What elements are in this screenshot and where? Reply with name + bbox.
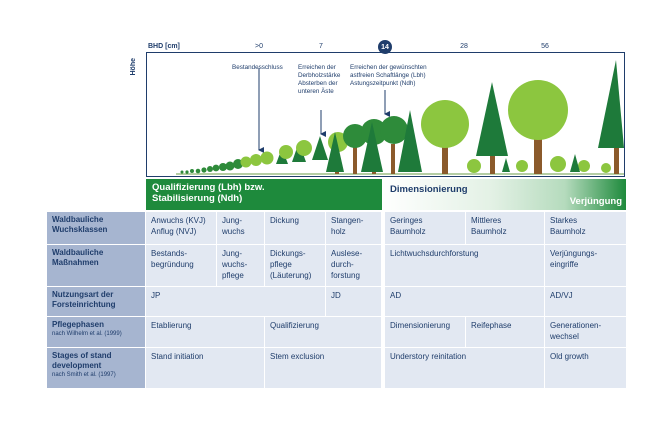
y-axis-label: Höhe	[130, 58, 137, 76]
cell-geringes-baumholz: Geringes Baumholz	[385, 212, 465, 244]
cell-mittleres-baumholz: Mittleres Baumholz	[466, 212, 544, 244]
cell-dimensionierung: Dimensionierung	[385, 317, 465, 347]
tree-illustration	[146, 52, 625, 177]
row-header-pflegephasen-title: Pflegephasen	[52, 320, 105, 329]
x-axis-label: BHD [cm]	[148, 43, 180, 50]
row-header-stages: Stages of stand development nach Smith e…	[47, 348, 145, 388]
cell-jd: JD	[326, 287, 381, 316]
cell-generationenwechsel: Generationen- wechsel	[545, 317, 626, 347]
cell-stangenholz: Stangen- holz	[326, 212, 381, 244]
cell-lichtwuchsdurchforstung: Lichtwuchsdurchforstung	[385, 245, 544, 286]
cell-ad: AD	[385, 287, 544, 316]
tick-14-highlight: 14	[378, 40, 392, 54]
cell-old-growth: Old growth	[545, 348, 626, 388]
row-header-stages-source: nach Smith et al. (1997)	[52, 372, 116, 378]
row-header-pflegephasen: Pflegephasen nach Wilhelm et al. (1999)	[47, 317, 145, 347]
phase-qualifizierung: Qualifizierung (Lbh) bzw. Stabilisierung…	[146, 179, 382, 210]
annotation-bestandesschluss: Bestandesschluss	[232, 64, 283, 71]
cell-qualifizierung: Qualifizierung	[265, 317, 381, 347]
cell-verjuengungseingriffe: Verjüngungs- eingriffe	[545, 245, 626, 286]
cell-reifephase: Reifephase	[466, 317, 544, 347]
cell-stand-initiation: Stand initiation	[146, 348, 264, 388]
row-header-stages-title: Stages of stand development	[52, 351, 112, 370]
tick-7: 7	[319, 43, 323, 50]
phase-verjuengung-label: Verjüngung	[569, 196, 622, 207]
cell-understory-reinitation: Understory reinitation	[385, 348, 544, 388]
phase-dimensionierung-label: Dimensionierung	[390, 184, 468, 195]
cell-stem-exclusion: Stem exclusion	[265, 348, 381, 388]
cell-auslesedurchforstung: Auslese- durch- forstung	[326, 245, 381, 286]
cell-jungwuchspflege: Jung- wuchs- pflege	[217, 245, 264, 286]
row-header-pflegephasen-source: nach Wilhelm et al. (1999)	[52, 331, 122, 337]
annotation-schaftlaenge: Erreichen der gewünschten astfreien Scha…	[350, 64, 427, 87]
chart-frame	[146, 52, 625, 177]
cell-jp: JP	[146, 287, 325, 316]
cell-etablierung: Etablierung	[146, 317, 264, 347]
row-header-massnahmen: Waldbauliche Maßnahmen	[47, 245, 145, 286]
cell-dickung: Dickung	[265, 212, 325, 244]
cell-bestandsbegruendung: Bestands- begründung	[146, 245, 216, 286]
cell-dickungspflege: Dickungs- pflege (Läuterung)	[265, 245, 325, 286]
cell-jungwuchs: Jung- wuchs	[217, 212, 264, 244]
row-header-nutzungsart: Nutzungsart der Forsteinrichtung	[47, 287, 145, 316]
phase-dimensionierung-verjuengung: Dimensionierung Verjüngung	[382, 179, 626, 210]
tick-56: 56	[541, 43, 549, 50]
cell-starkes-baumholz: Starkes Baumholz	[545, 212, 626, 244]
tick-28: 28	[460, 43, 468, 50]
cell-ad-vj: AD/VJ	[545, 287, 626, 316]
annotation-derbholz: Erreichen der Derbholzstärke Absterben d…	[298, 64, 341, 95]
row-header-wuchsklassen: Waldbauliche Wuchsklassen	[47, 212, 145, 244]
cell-anwuchs: Anwuchs (KVJ) Anflug (NVJ)	[146, 212, 216, 244]
tick-0: >0	[255, 43, 263, 50]
